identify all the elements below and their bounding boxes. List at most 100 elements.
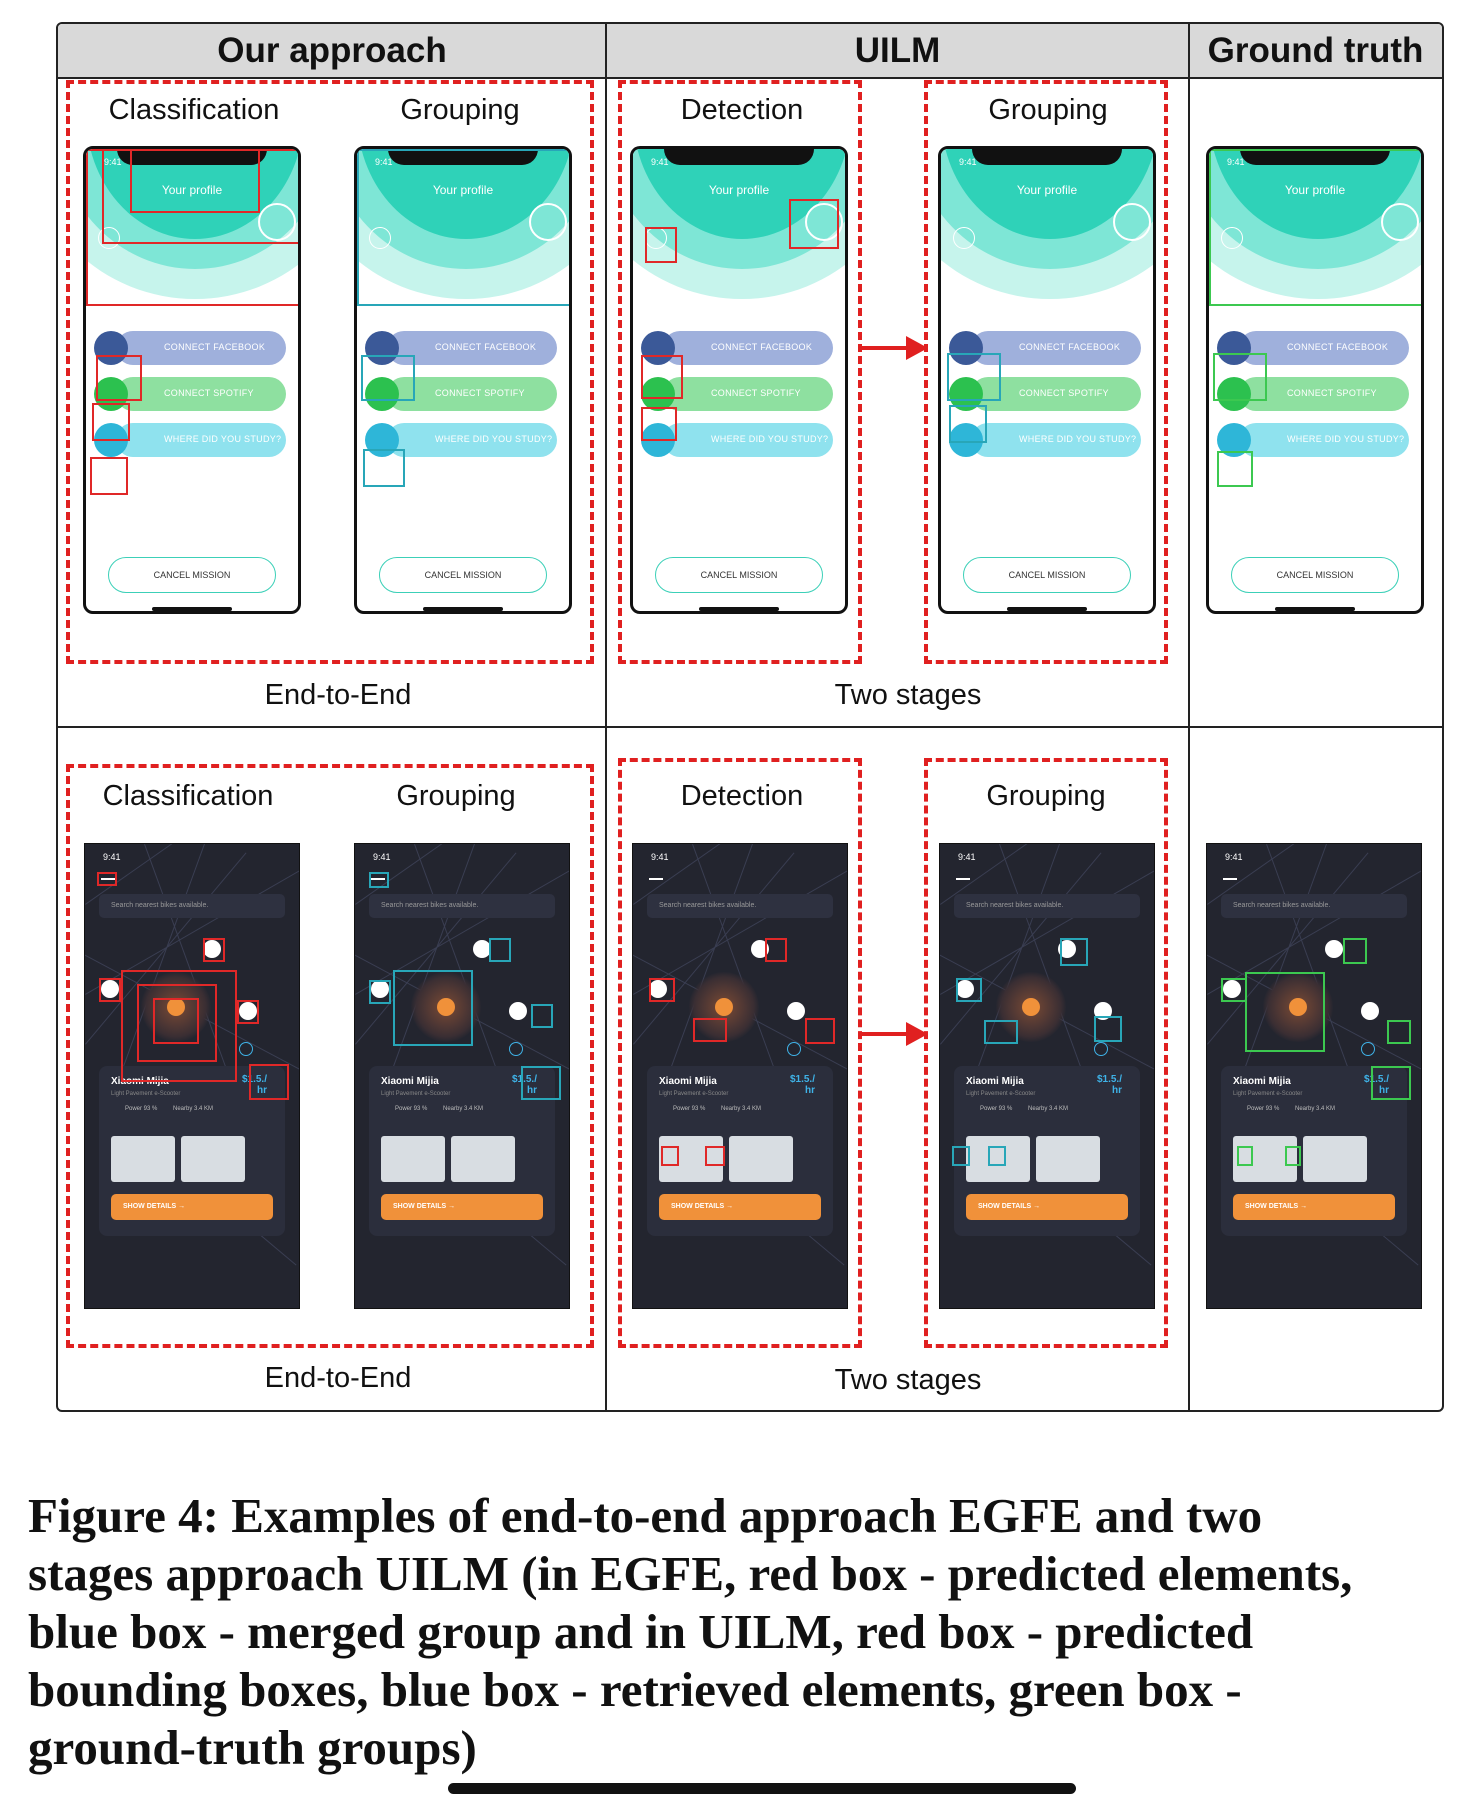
price-value: $1.5./ [1097,1074,1122,1085]
bbox [649,978,675,1002]
arrow-right-icon [906,336,928,360]
back-arrow-icon [956,878,970,880]
bike-name: Xiaomi Mijia [659,1076,717,1087]
label-grouping: Grouping [380,94,540,127]
nearby-stat: Nearby 3.4 KM [1295,1106,1335,1112]
show-details-button: SHOW DETAILS → [111,1194,273,1220]
bbox [1245,972,1325,1052]
scooter-image [729,1136,793,1182]
cancel-button: CANCEL MISSION [963,557,1131,593]
bbox [1237,1146,1253,1166]
bbox [96,355,142,401]
show-details-button: SHOW DETAILS → [381,1194,543,1220]
profile-screenshot: 9:41Your profileCONNECT FACEBOOKCONNECT … [354,146,572,614]
bbox [765,938,787,962]
search-input: Search nearest bikes available. [647,894,833,918]
bbox [369,872,389,888]
label-two-stages: Two stages [758,1364,1058,1397]
profile-screenshot: 9:41Your profileCONNECT FACEBOOKCONNECT … [1206,146,1424,614]
bike-price: $1.5./hr [1097,1074,1122,1096]
profile-button-label: CONNECT FACEBOOK [435,342,536,352]
profile-button-label: WHERE DID YOU STUDY? [711,434,828,444]
profile-button-label: CONNECT SPOTIFY [435,388,525,398]
profile-button-label: CONNECT FACEBOOK [711,342,812,352]
label-detection: Detection [652,780,832,813]
label-detection: Detection [652,94,832,127]
scooter-image [181,1136,245,1182]
price-unit: hr [1097,1085,1122,1096]
status-time: 9:41 [1225,852,1243,862]
location-icon [715,998,733,1016]
cancel-button: CANCEL MISSION [108,557,276,593]
bike-subtitle: Light Pavement e-Scooter [111,1091,180,1097]
nearby-stat: Nearby 3.4 KM [173,1106,213,1112]
locate-icon [239,1042,253,1056]
bbox [99,978,121,1002]
label-end-to-end: End-to-End [188,679,488,712]
bbox [947,353,1001,401]
header-uilm: UILM [606,24,1189,77]
bike-subtitle: Light Pavement e-Scooter [381,1091,450,1097]
divider [1188,24,1190,1410]
header-our-approach: Our approach [58,24,606,77]
label-grouping: Grouping [376,780,536,813]
bike-name: Xiaomi Mijia [381,1076,439,1087]
profile-button-label: CONNECT SPOTIFY [1019,388,1109,398]
profile-title: Your profile [633,183,845,197]
arrow-right-icon [858,346,908,350]
bbox [1094,1016,1122,1042]
bbox [249,1064,289,1100]
bbox [1209,149,1423,306]
bbox [1213,353,1267,401]
profile-button-label: WHERE DID YOU STUDY? [1019,434,1136,444]
bbox [361,355,415,401]
scooter-image [381,1136,445,1182]
notch [972,147,1122,165]
power-stat: Power 93 % [395,1106,427,1112]
scrollbar[interactable] [448,1783,1076,1794]
bbox [641,355,683,399]
profile-button-label: WHERE DID YOU STUDY? [1287,434,1404,444]
bbox [90,457,128,495]
map-screenshot: 9:41Search nearest bikes available.Xiaom… [632,843,848,1309]
caption-line: ground-truth groups) [28,1719,1468,1777]
map-screenshot: 9:41Search nearest bikes available.Xiaom… [84,843,300,1309]
home-indicator [1275,607,1355,611]
search-input: Search nearest bikes available. [369,894,555,918]
location-icon [1022,998,1040,1016]
show-details-button: SHOW DETAILS → [1233,1194,1395,1220]
cancel-button: CANCEL MISSION [655,557,823,593]
status-time: 9:41 [373,852,391,862]
notch [664,147,814,165]
label-two-stages: Two stages [758,679,1058,712]
bike-subtitle: Light Pavement e-Scooter [966,1091,1035,1097]
avatar-icon [1113,203,1151,241]
arrow-right-icon [858,1032,908,1036]
profile-button: WHERE DID YOU STUDY? [116,423,286,457]
status-time: 9:41 [958,852,976,862]
bbox [489,938,511,962]
bbox [92,403,130,441]
profile-button: WHERE DID YOU STUDY? [387,423,557,457]
bbox [661,1146,679,1166]
bbox [645,227,677,263]
nearby-stat: Nearby 3.4 KM [721,1106,761,1112]
show-details-button: SHOW DETAILS → [966,1194,1128,1220]
locate-icon [1361,1042,1375,1056]
bike-marker-icon [509,1002,527,1020]
profile-button-label: CONNECT FACEBOOK [1019,342,1120,352]
bbox [1060,938,1088,966]
bbox [97,872,117,886]
bike-subtitle: Light Pavement e-Scooter [659,1091,728,1097]
bbox [988,1146,1006,1166]
bike-name: Xiaomi Mijia [966,1076,1024,1087]
profile-button: CONNECT SPOTIFY [663,377,833,411]
bbox [130,149,260,213]
home-indicator [699,607,779,611]
profile-button-label: CONNECT FACEBOOK [164,342,265,352]
search-input: Search nearest bikes available. [99,894,285,918]
price-unit: hr [790,1085,815,1096]
home-indicator [1007,607,1087,611]
bbox [805,1018,835,1044]
